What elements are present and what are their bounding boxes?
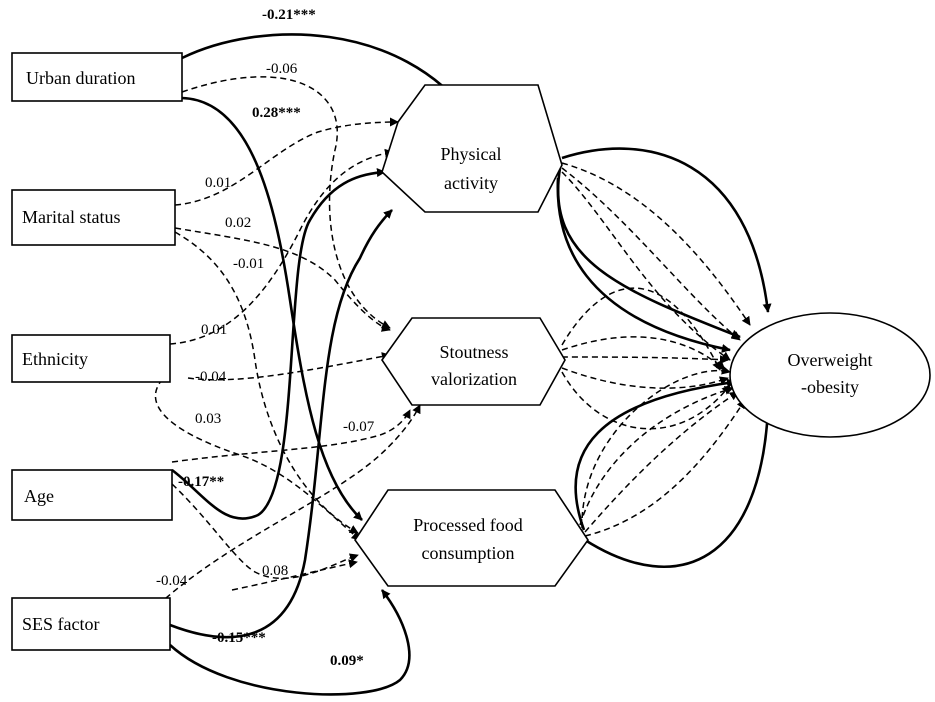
node-physical-activity: Physical activity [381,84,563,213]
path-marital-physical [174,117,399,206]
path-physical-obesity-5 [561,167,741,341]
path-marital-stoutness [174,227,391,332]
label-urban-duration: Urban duration [26,68,135,88]
label-physical-activity-1: Physical [441,144,502,164]
coef-urban-processed: 0.28*** [252,105,301,121]
label-physical-activity-2: activity [444,173,498,193]
coef-ses-processed-dashed: 0.08 [262,563,288,579]
label-processed-food-2: consumption [422,543,515,563]
mediator-outcome-paths [556,147,773,568]
path-processed-obesity-3 [584,399,746,537]
path-ses-physical [169,209,393,639]
label-stoutness-2: valorization [431,369,517,389]
path-age-stoutness [171,409,411,463]
label-ethnicity: Ethnicity [22,349,88,369]
coef-age-physical: -0.17** [178,474,224,490]
path-marital-processed [174,231,359,534]
path-processed-obesity-5 [579,386,734,526]
coef-marital-stoutness: 0.02 [225,215,251,231]
path-ethnicity-stoutness [187,352,391,381]
path-processed-obesity-2 [574,378,736,531]
label-processed-food-1: Processed food [413,515,522,535]
path-ses-processed [169,589,411,696]
path-stoutness-obesity-1 [561,355,729,365]
path-ses-processed-dashed [231,559,358,591]
path-stoutness-obesity-4 [561,367,729,389]
coef-ses-stoutness: -0.04 [156,573,188,589]
path-processed-obesity-6 [581,365,731,529]
coef-ses-physical: -0.15*** [212,630,266,646]
label-ses-factor: SES factor [22,614,99,634]
path-stoutness-obesity-3 [561,336,726,371]
label-age: Age [24,486,54,506]
coef-ses-processed: 0.09* [330,653,364,669]
path-physical-obesity-1 [561,147,772,313]
path-physical-obesity-4 [561,162,751,326]
label-stoutness-1: Stoutness [439,342,508,362]
node-urban-duration: Urban duration [11,52,183,102]
node-ses-factor: SES factor [11,597,171,651]
path-age-processed [171,483,359,580]
path-physical-obesity-2 [556,167,741,339]
path-stoutness-obesity-5 [561,371,731,430]
node-processed-food: Processed food consumption [354,489,589,587]
path-ses-stoutness [157,404,421,606]
label-obesity-2: -obesity [801,377,859,397]
node-overweight-obesity: Overweight -obesity [729,312,931,438]
node-stoutness-valorization: Stoutness valorization [381,317,566,406]
coef-urban-stoutness: -0.06 [266,61,298,77]
coefficient-labels: -0.21*** -0.06 0.28*** 0.01 0.02 -0.01 0… [156,7,375,669]
path-age-physical [171,168,386,520]
coef-ethnicity-physical: 0.01 [201,322,227,338]
coef-marital-physical: 0.01 [205,175,231,191]
predictor-paths [154,33,474,696]
path-ethnicity-physical [169,148,394,345]
path-physical-obesity-6 [561,171,731,361]
coef-urban-physical: -0.21*** [262,7,316,23]
node-marital-status: Marital status [11,189,176,246]
label-obesity-1: Overweight [788,350,873,370]
coef-age-stoutness: -0.07 [343,419,375,435]
path-ethnicity-processed [154,371,361,541]
coef-marital-processed: -0.01 [233,256,264,272]
coef-ethnicity-processed: 0.03 [195,411,221,427]
path-urban-stoutness [181,76,391,329]
path-processed-obesity-4 [584,391,739,533]
path-stoutness-obesity-2 [561,287,721,371]
label-marital-status: Marital status [22,207,120,227]
node-age: Age [11,469,173,521]
path-processed-obesity-1 [584,409,773,568]
path-physical-obesity-3 [556,177,731,353]
node-ethnicity: Ethnicity [11,334,171,383]
path-urban-processed [181,96,363,521]
coef-ethnicity-stoutness: -0.04 [195,369,227,385]
